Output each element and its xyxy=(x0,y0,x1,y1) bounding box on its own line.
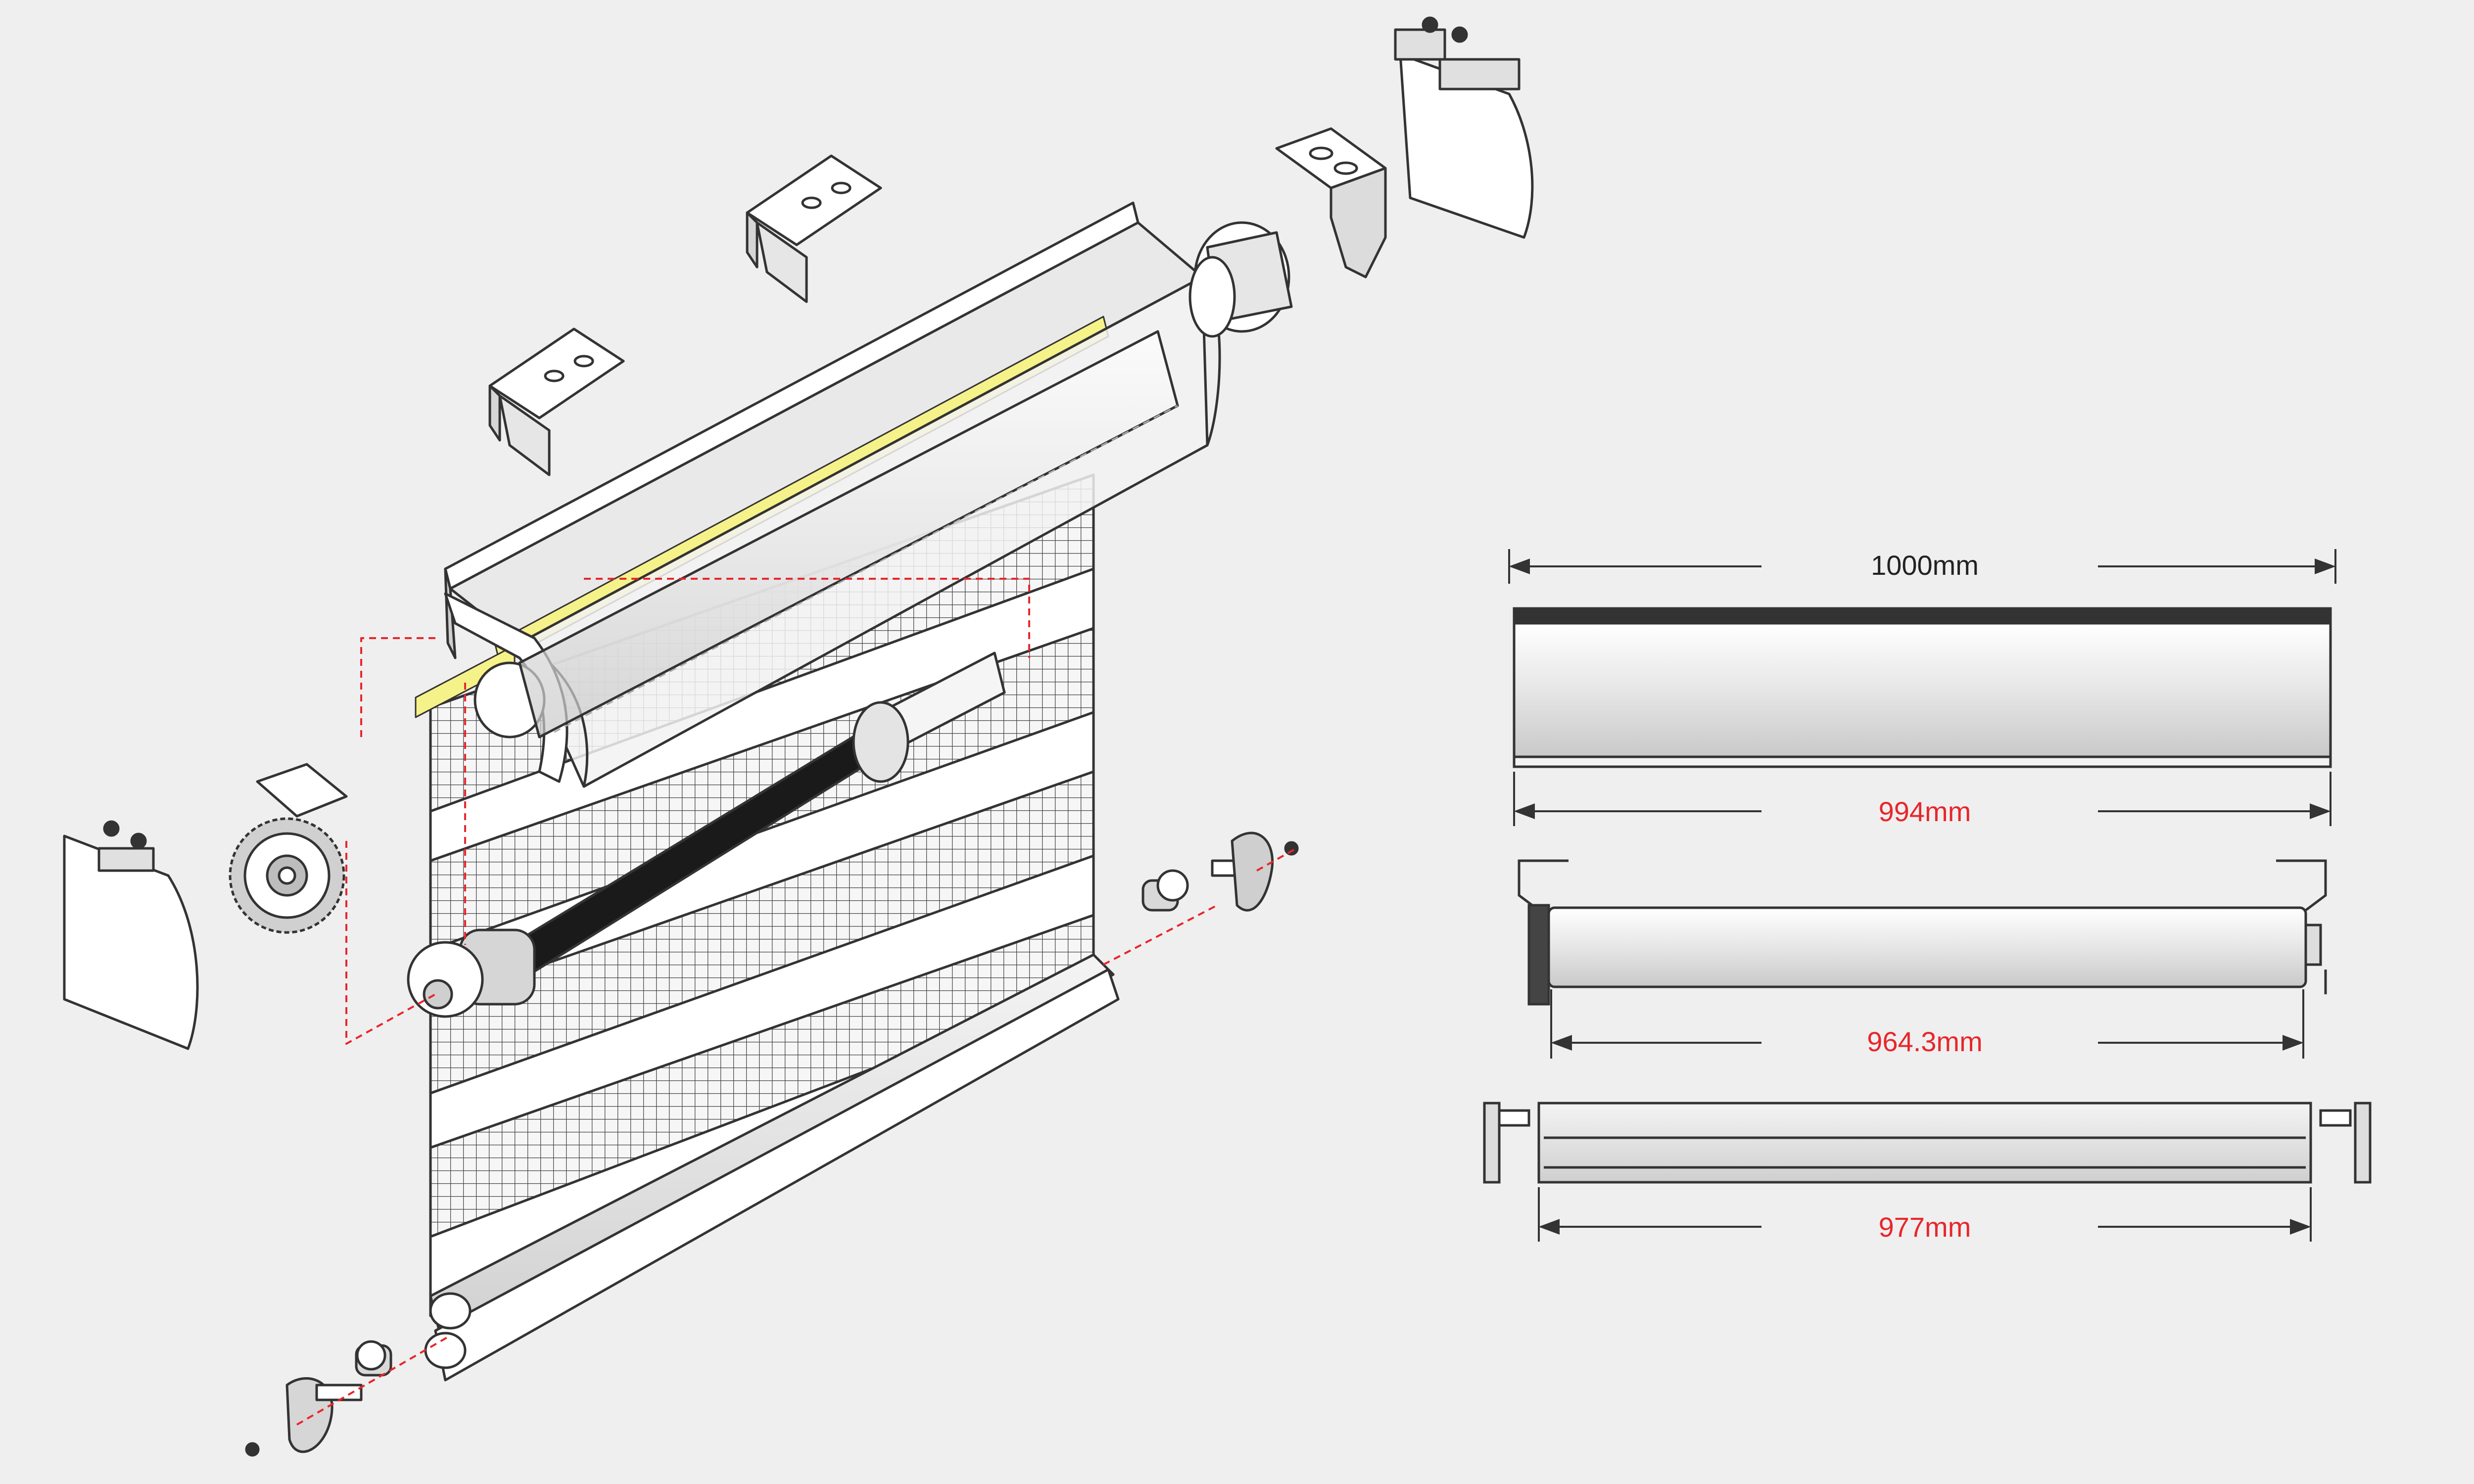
dimension-views xyxy=(1483,549,2372,1242)
screw-icon xyxy=(245,1442,260,1457)
dimension-tube-length xyxy=(1550,989,2304,1059)
dimension-label-cassette-inner: 994mm xyxy=(1879,796,1971,827)
left-gear-bracket xyxy=(229,763,348,934)
exploded-view xyxy=(63,16,1534,1457)
cassette-front-view xyxy=(1513,607,2332,768)
dimension-bottom-rail-length xyxy=(1538,1187,2312,1242)
mounting-clip xyxy=(488,327,625,476)
bottom-rail xyxy=(424,953,1120,1382)
right-end-cap xyxy=(1189,221,1293,338)
tube-front-view xyxy=(1518,859,2327,1006)
dimension-label-tube-length: 964.3mm xyxy=(1867,1026,1982,1057)
screw-icon xyxy=(1422,16,1438,33)
dimension-label-cassette-width: 1000mm xyxy=(1871,550,1979,581)
screw-icon xyxy=(1451,26,1468,43)
left-cover-cap xyxy=(63,820,199,1050)
screw-icon xyxy=(1284,841,1299,856)
roller-tube-assembly xyxy=(407,330,1179,1018)
assembly-guides xyxy=(296,578,1297,1426)
dimension-cassette-width xyxy=(1508,549,2336,584)
right-cover-cap xyxy=(1394,16,1534,239)
gear-icon xyxy=(1527,904,1550,1006)
bottom-right-end-caps xyxy=(1142,832,1299,912)
right-bracket xyxy=(1275,127,1387,278)
spring-end-plug xyxy=(407,928,536,1018)
screw-icon xyxy=(130,833,147,849)
screw-icon xyxy=(103,820,120,837)
mounting-clip xyxy=(746,154,882,303)
bottom-left-end-caps xyxy=(245,1340,392,1457)
bottom-rail-front-view xyxy=(1483,1102,2372,1184)
dimension-cassette-inner xyxy=(1513,772,2331,826)
spring-bushing xyxy=(852,701,909,783)
dimension-label-bottom-rail-length: 977mm xyxy=(1879,1211,1971,1243)
